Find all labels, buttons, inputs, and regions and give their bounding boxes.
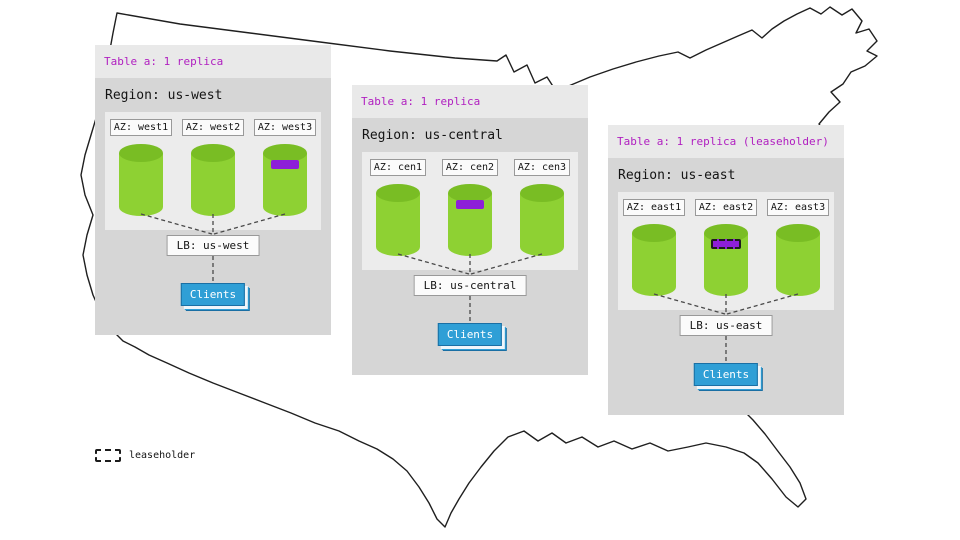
- table-replica-header: Table a: 1 replica: [352, 85, 588, 118]
- cylinder-top: [632, 224, 676, 242]
- az-panel: AZ: east1 AZ: east2 AZ: east3: [618, 192, 834, 310]
- connector-lines: [140, 213, 286, 282]
- az-panel: AZ: cen1 AZ: cen2 AZ: cen3: [362, 152, 578, 270]
- connector-lines: [397, 253, 543, 322]
- az-label: AZ: west3: [253, 119, 317, 136]
- az-column-west3: AZ: west3: [249, 112, 321, 230]
- cylinder-body: [119, 153, 163, 207]
- region-title: Region: us-east: [618, 168, 736, 183]
- az-column-cen2: AZ: cen2: [434, 152, 506, 270]
- leaseholder-range-marker: [711, 239, 741, 249]
- database-cylinder: [263, 144, 307, 216]
- replica-range-marker: [456, 200, 484, 209]
- cylinder-top: [520, 184, 564, 202]
- connector-lines: [653, 293, 799, 362]
- legend: leaseholder: [95, 449, 195, 462]
- region-title: Region: us-central: [362, 128, 503, 143]
- az-label: AZ: cen2: [441, 159, 499, 176]
- database-cylinder: [776, 224, 820, 296]
- az-label: AZ: east2: [694, 199, 758, 216]
- az-panel: AZ: west1 AZ: west2 AZ: west3: [105, 112, 321, 230]
- database-cylinder: [191, 144, 235, 216]
- cylinder-top: [448, 184, 492, 202]
- az-column-cen3: AZ: cen3: [506, 152, 578, 270]
- table-replica-header: Table a: 1 replica (leaseholder): [608, 125, 844, 158]
- database-cylinder: [520, 184, 564, 256]
- database-cylinder: [704, 224, 748, 296]
- clients-box: Clients: [180, 283, 246, 306]
- cylinder-body: [776, 233, 820, 287]
- az-column-west1: AZ: west1: [105, 112, 177, 230]
- cylinder-body: [376, 193, 420, 247]
- region-card-us-central: Table a: 1 replica Region: us-central AZ…: [352, 85, 588, 375]
- replica-range-marker: [271, 160, 299, 169]
- cylinder-top: [263, 144, 307, 162]
- az-column-west2: AZ: west2: [177, 112, 249, 230]
- az-label: AZ: west2: [181, 119, 245, 136]
- legend-label: leaseholder: [129, 450, 196, 461]
- table-replica-header: Table a: 1 replica: [95, 45, 331, 78]
- leaseholder-swatch-icon: [95, 449, 121, 462]
- az-column-east3: AZ: east3: [762, 192, 834, 310]
- az-label: AZ: east3: [766, 199, 830, 216]
- cylinder-top: [704, 224, 748, 242]
- database-cylinder: [632, 224, 676, 296]
- database-cylinder: [376, 184, 420, 256]
- clients-box: Clients: [437, 323, 503, 346]
- az-label: AZ: cen3: [513, 159, 571, 176]
- cylinder-top: [776, 224, 820, 242]
- az-label: AZ: cen1: [369, 159, 427, 176]
- region-card-us-west: Table a: 1 replica Region: us-west AZ: w…: [95, 45, 331, 335]
- region-title: Region: us-west: [105, 88, 223, 103]
- load-balancer-box: LB: us-east: [679, 315, 773, 336]
- az-column-east1: AZ: east1: [618, 192, 690, 310]
- az-label: AZ: east1: [622, 199, 686, 216]
- region-card-us-east: Table a: 1 replica (leaseholder) Region:…: [608, 125, 844, 415]
- load-balancer-box: LB: us-west: [166, 235, 260, 256]
- cylinder-body: [191, 153, 235, 207]
- cylinder-top: [119, 144, 163, 162]
- database-cylinder: [119, 144, 163, 216]
- clients-box: Clients: [693, 363, 759, 386]
- cylinder-top: [191, 144, 235, 162]
- cylinder-body: [632, 233, 676, 287]
- az-label: AZ: west1: [109, 119, 173, 136]
- az-column-east2: AZ: east2: [690, 192, 762, 310]
- load-balancer-box: LB: us-central: [413, 275, 527, 296]
- cylinder-body: [520, 193, 564, 247]
- az-column-cen1: AZ: cen1: [362, 152, 434, 270]
- database-cylinder: [448, 184, 492, 256]
- cylinder-top: [376, 184, 420, 202]
